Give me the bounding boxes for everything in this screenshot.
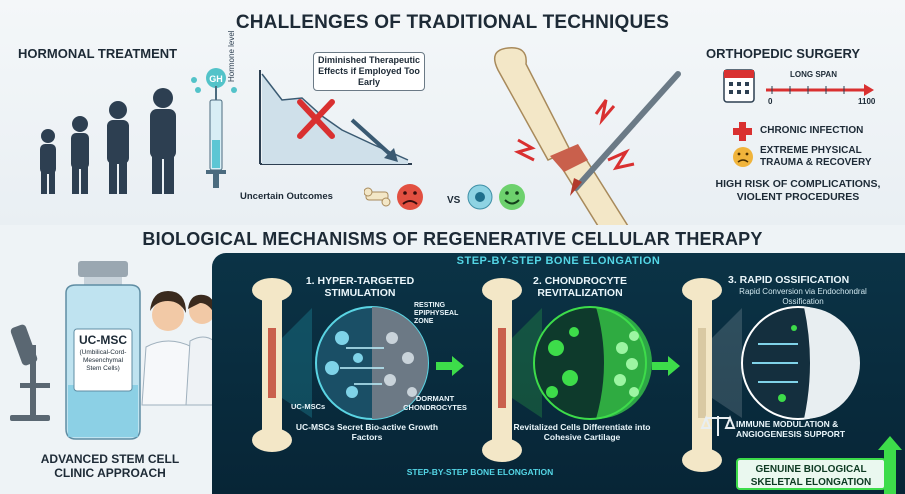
- steps-banner: STEP-BY-STEP BONE ELONGATION: [456, 255, 661, 267]
- balance-scale-icon: [700, 415, 736, 436]
- section-title: BIOLOGICAL MECHANISMS OF REGENERATIVE CE…: [142, 229, 763, 249]
- scale-end: 1100: [858, 97, 876, 106]
- pained-face-icon: [733, 147, 753, 167]
- steps-footer: STEP-BY-STEP BONE ELONGATION: [406, 467, 554, 477]
- top-panel: [0, 0, 905, 225]
- pain-bolt-icon: [513, 99, 635, 171]
- ortho-heading: ORTHOPEDIC SURGERY: [706, 46, 861, 61]
- long-span-label: LONG SPAN: [790, 70, 837, 79]
- callout-box: Diminished Therapeutic Effects if Employ…: [313, 52, 425, 91]
- hormone-axis-label: Hormone level: [227, 30, 236, 82]
- bone-3-icon: [682, 278, 722, 472]
- sad-face-icon: [397, 184, 423, 210]
- step2-title: 2. CHONDROCYTE REVITALIZATION: [533, 275, 627, 299]
- step1-caption: UC-MSCs Secret Bio-active Growth Factors: [295, 422, 439, 442]
- bone-1-icon: [252, 278, 292, 452]
- main-title: CHALLENGES OF TRADITIONAL TECHNIQUES: [235, 12, 670, 33]
- resting-zone-label: RESTING EPIPHYSEAL ZONE: [414, 302, 459, 325]
- flow-arrow-icon: [436, 356, 680, 376]
- stimulation-circle: [315, 306, 429, 420]
- hormonal-heading: HORMONAL TREATMENT: [18, 46, 178, 61]
- vs-label: VS: [447, 195, 461, 206]
- chronic-infection: CHRONIC INFECTION: [760, 125, 864, 136]
- fractured-bone-icon: [493, 47, 629, 225]
- step3-title: 3. RAPID OSSIFICATION: [728, 274, 850, 286]
- calendar-icon: [723, 69, 755, 103]
- immune-label: IMMUNE MODULATION & ANGIOGENESIS SUPPORT: [736, 419, 846, 439]
- syringe-icon: [206, 86, 226, 188]
- medical-cross-icon: [733, 122, 752, 141]
- broken-bone-icon: [364, 187, 391, 207]
- mechanism-diagram: [252, 278, 902, 494]
- revitalization-circle: [533, 306, 652, 420]
- step3-subtitle: Rapid Conversion via Endochondral Ossifi…: [739, 287, 867, 306]
- gh-label: GH: [209, 74, 223, 84]
- comparison-icons: [364, 184, 525, 210]
- clinic-label: ADVANCED STEM CELL CLINIC APPROACH: [40, 452, 180, 480]
- calendar-scale: [723, 69, 874, 103]
- scale-start: 0: [768, 97, 773, 106]
- vial-subtitle: (Umbilical-Cord-Mesenchymal Stem Cells): [79, 349, 127, 372]
- step2-caption: Revitalized Cells Differentiate into Coh…: [513, 422, 651, 442]
- gh-molecule-icon: [191, 68, 237, 93]
- stem-cell-icon: [467, 184, 493, 210]
- ossification-circle: [741, 306, 860, 420]
- ortho-icons: [733, 122, 753, 167]
- surgery-illustration: [493, 47, 681, 225]
- dormant-label: DORMANT CHONDROCYTES: [403, 394, 467, 412]
- scalpel-icon: [570, 71, 681, 196]
- happy-face-icon: [499, 184, 525, 210]
- cross-icon: [297, 99, 335, 139]
- step1-title: 1. HYPER-TARGETED STIMULATION: [305, 275, 415, 299]
- genuine-elongation-badge: GENUINE BIOLOGICAL SKELETAL ELONGATION: [736, 458, 886, 490]
- doctor-icon: [141, 291, 215, 406]
- bone-2-icon: [482, 278, 522, 462]
- high-risk-label: HIGH RISK OF COMPLICATIONS, VIOLENT PROC…: [715, 178, 881, 203]
- uncertain-outcomes: Uncertain Outcomes: [240, 191, 333, 202]
- microscope-icon: [10, 324, 50, 421]
- uc-msc-vial-icon: [65, 261, 141, 440]
- ucmscs-label: UC-MSCs: [291, 402, 326, 411]
- clinic-illustration: [10, 261, 215, 440]
- growth-silhouettes-icon: [40, 88, 176, 194]
- hormonal-illustration: GH: [40, 68, 412, 194]
- trauma-label: EXTREME PHYSICAL TRAUMA & RECOVERY: [760, 145, 872, 168]
- vial-title: UC-MSC: [79, 333, 127, 347]
